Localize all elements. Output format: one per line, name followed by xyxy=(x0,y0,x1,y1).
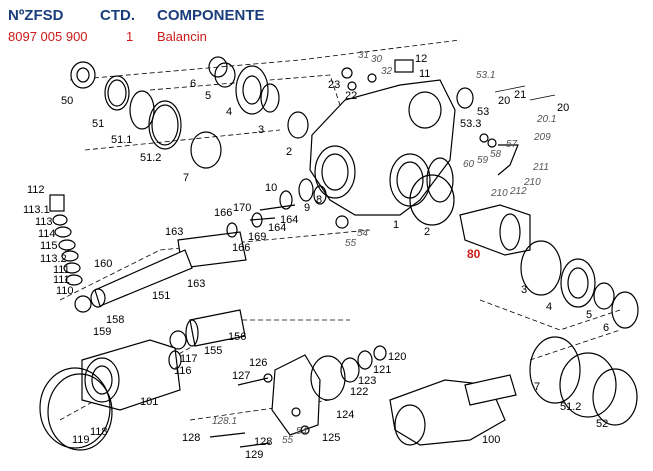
label-20-a: 20 xyxy=(498,95,510,107)
label-11: 11 xyxy=(419,68,430,80)
label-159: 159 xyxy=(93,326,111,338)
label-5: 5 xyxy=(205,90,211,102)
label-118: 118 xyxy=(90,426,108,438)
label-50: 50 xyxy=(61,95,73,107)
label-6-b: 6 xyxy=(603,322,609,334)
label-51-2-b: 51.2 xyxy=(560,401,581,413)
label-164-b: 164 xyxy=(268,222,286,234)
header-quantity: CTD. xyxy=(100,7,135,24)
label-53-3: 53.3 xyxy=(460,118,481,130)
label-163-a: 163 xyxy=(165,226,183,238)
label-55-b: 55 xyxy=(282,435,294,446)
label-212: 212 xyxy=(509,186,527,197)
label-30: 30 xyxy=(371,54,383,65)
component-value: Balancin xyxy=(157,29,207,44)
label-110: 110 xyxy=(56,285,74,297)
label-8: 8 xyxy=(316,194,322,206)
label-151: 151 xyxy=(152,290,170,302)
label-3-b: 3 xyxy=(521,284,527,296)
label-5-b: 5 xyxy=(586,309,592,321)
label-3: 3 xyxy=(258,124,264,136)
label-169: 169 xyxy=(248,231,266,243)
label-20-1: 20.1 xyxy=(536,114,556,125)
label-116: 116 xyxy=(174,365,192,377)
label-7: 7 xyxy=(183,172,189,184)
label-210-b: 210 xyxy=(490,188,508,199)
header-part-number: NºZFSD xyxy=(8,7,64,24)
label-209: 209 xyxy=(533,132,551,143)
label-166-b: 166 xyxy=(232,242,250,254)
label-57: 57 xyxy=(506,139,518,150)
label-59: 59 xyxy=(477,155,489,166)
label-112: 112 xyxy=(27,184,45,196)
label-6: 6 xyxy=(190,78,196,90)
label-156: 156 xyxy=(228,331,246,343)
label-166-a: 166 xyxy=(214,207,232,219)
label-12: 12 xyxy=(415,53,427,65)
label-160: 160 xyxy=(94,258,112,270)
label-7-b: 7 xyxy=(534,381,540,393)
label-4-b: 4 xyxy=(546,301,552,313)
label-20-b: 20 xyxy=(557,102,569,114)
label-163-b: 163 xyxy=(187,278,205,290)
label-211: 211 xyxy=(532,162,549,173)
label-101: 101 xyxy=(140,396,158,408)
label-51: 51 xyxy=(92,118,104,130)
label-51-1: 51.1 xyxy=(111,134,132,146)
label-60: 60 xyxy=(463,159,475,170)
label-55-a: 55 xyxy=(345,238,357,249)
label-210-a: 210 xyxy=(523,177,541,188)
label-58: 58 xyxy=(490,149,502,160)
label-52: 52 xyxy=(596,418,608,430)
label-32: 32 xyxy=(381,66,393,77)
label-119: 119 xyxy=(72,434,90,446)
label-127: 127 xyxy=(232,370,250,382)
label-53: 53 xyxy=(477,106,489,118)
label-170: 170 xyxy=(233,202,251,214)
label-113-2: 113.2 xyxy=(40,253,67,265)
label-155: 155 xyxy=(204,345,222,357)
label-4: 4 xyxy=(226,106,232,118)
label-80: 80 xyxy=(467,247,481,261)
label-31: 31 xyxy=(358,50,369,61)
label-51-2: 51.2 xyxy=(140,152,161,164)
label-120: 120 xyxy=(388,351,406,363)
part-number-value: 8097 005 900 xyxy=(8,29,88,44)
label-128-a: 128 xyxy=(182,432,200,444)
label-9: 9 xyxy=(304,202,310,214)
label-121: 121 xyxy=(373,364,391,376)
label-21: 21 xyxy=(514,89,526,101)
label-123: 123 xyxy=(358,375,376,387)
label-100: 100 xyxy=(482,434,500,446)
label-128-b: 128 xyxy=(254,436,272,448)
label-125: 125 xyxy=(322,432,340,444)
label-2-b: 2 xyxy=(424,226,430,238)
quantity-value: 1 xyxy=(126,29,134,44)
label-22: 22 xyxy=(345,90,357,102)
label-53-1: 53.1 xyxy=(476,70,495,81)
label-113-1: 113.1 xyxy=(23,204,50,216)
label-126: 126 xyxy=(249,357,267,369)
label-164-a: 164 xyxy=(280,214,298,226)
label-128-1: 128.1 xyxy=(212,416,237,427)
label-54-a: 54 xyxy=(357,228,369,239)
header-component: COMPONENTE xyxy=(157,7,265,24)
label-129: 129 xyxy=(245,449,263,461)
label-117: 117 xyxy=(180,353,198,365)
label-23: 23 xyxy=(328,79,340,91)
label-113: 113 xyxy=(35,216,53,228)
label-114: 114 xyxy=(38,228,56,240)
label-54-b: 54 xyxy=(296,426,308,437)
label-111-a: 111 xyxy=(53,264,70,276)
label-111-b: 111 xyxy=(53,274,70,286)
label-158: 158 xyxy=(106,314,124,326)
label-122: 122 xyxy=(350,386,368,398)
label-124: 124 xyxy=(336,409,354,421)
label-1: 1 xyxy=(393,219,399,231)
label-2: 2 xyxy=(286,146,292,158)
label-10: 10 xyxy=(265,182,277,194)
label-115: 115 xyxy=(40,240,58,252)
